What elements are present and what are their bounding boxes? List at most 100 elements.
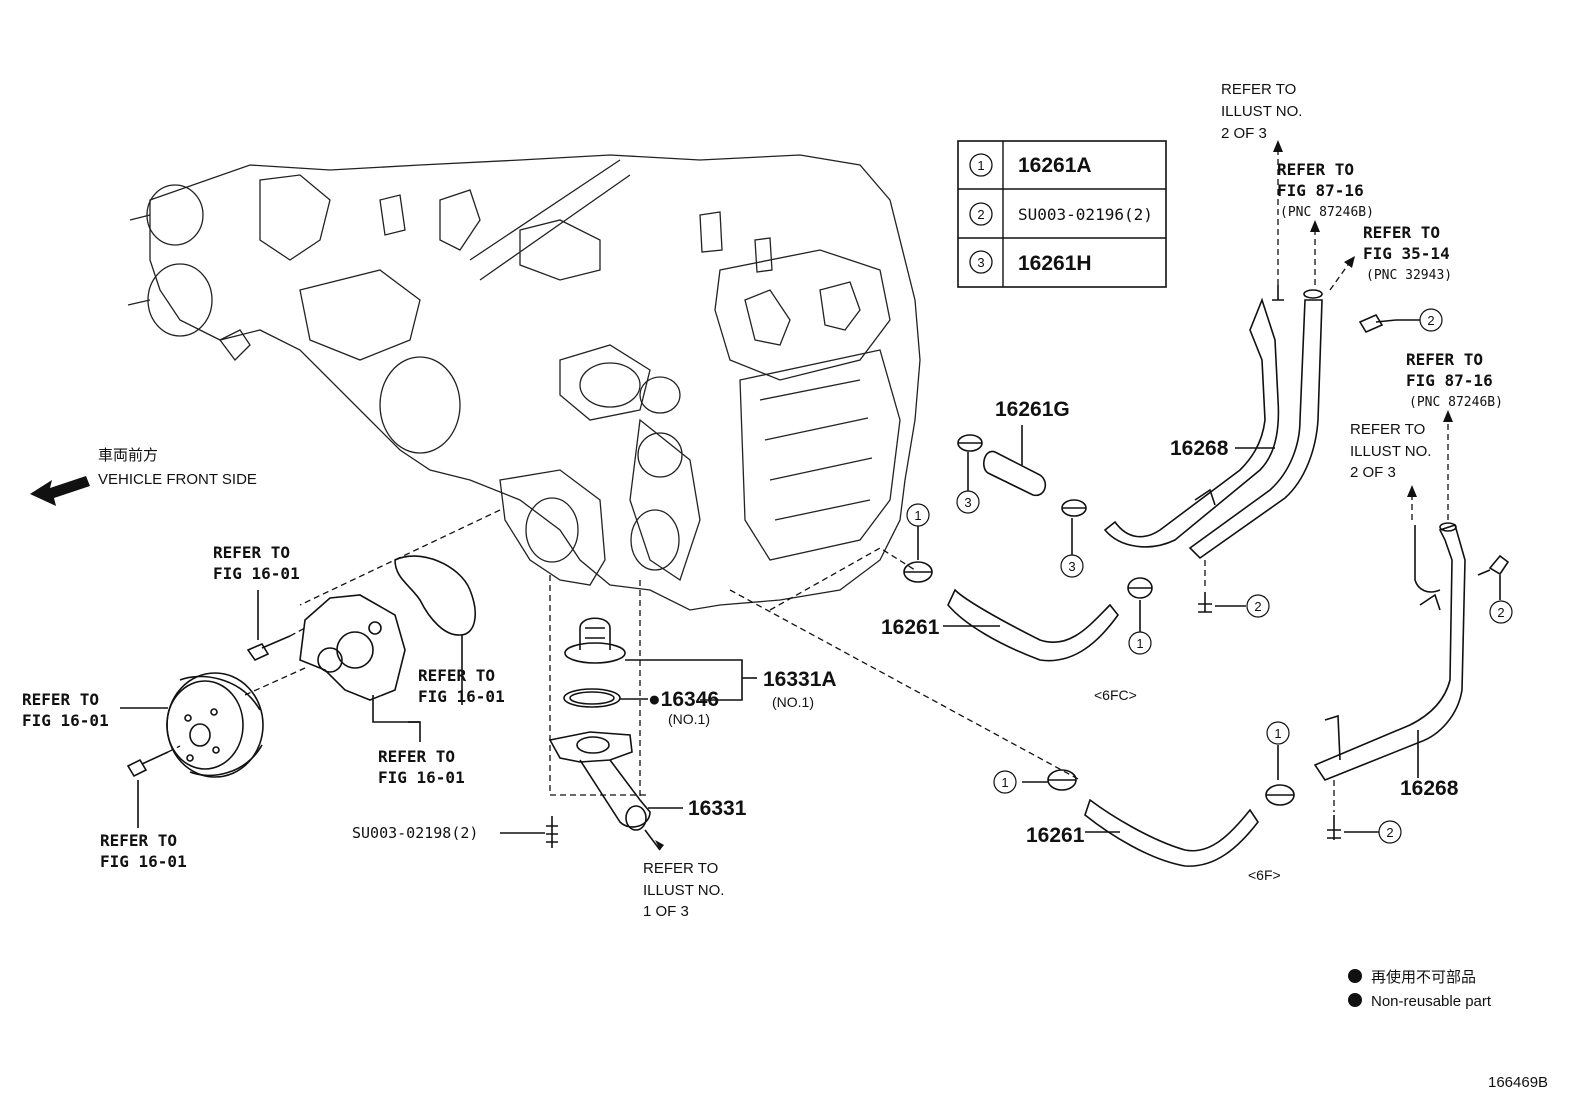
callout-2: 2 (1378, 820, 1402, 844)
callout-1: 1 (906, 503, 930, 527)
svg-text:REFER TO: REFER TO (1363, 223, 1440, 242)
callout-3: 3 (956, 490, 980, 514)
svg-text:(PNC 32943): (PNC 32943) (1366, 268, 1452, 283)
note-fig-16-01-a: REFER TO FIG 16-01 (213, 543, 300, 583)
svg-text:FIG 87-16: FIG 87-16 (1406, 371, 1493, 390)
callout-2: 2 (1419, 308, 1443, 332)
hose-16261-upper (947, 588, 1120, 662)
svg-text:1 OF 3: 1 OF 3 (643, 903, 689, 920)
note-fig-87-16-a: REFER TO FIG 87-16 (PNC 87246B) (1277, 160, 1374, 220)
svg-text:REFER TO: REFER TO (1277, 160, 1354, 179)
label-16346: ●16346 (648, 688, 719, 711)
water-pump-group (120, 509, 650, 828)
note-fig-35-14: REFER TO FIG 35-14 (PNC 32943) (1363, 223, 1452, 283)
svg-text:ILLUST NO.: ILLUST NO. (1350, 443, 1431, 460)
note-illust-2-mid: REFER TO ILLUST NO. 2 OF 3 (1350, 421, 1431, 481)
svg-text:1: 1 (1001, 775, 1008, 790)
clamp-icon (1047, 769, 1077, 791)
svg-text:REFER TO: REFER TO (643, 860, 718, 877)
label-16261g: 16261G (995, 398, 1070, 421)
thermostat-gasket (563, 688, 621, 708)
coolant-pipes (729, 140, 1510, 867)
svg-text:REFER TO: REFER TO (100, 831, 177, 850)
label-16268-upper: 16268 (1170, 437, 1229, 460)
note-fig-87-16-b: REFER TO FIG 87-16 (PNC 87246B) (1406, 350, 1503, 410)
pump-gasket (394, 555, 476, 636)
svg-text:REFER TO: REFER TO (213, 543, 290, 562)
legend-row-2: 2 SU003-02196(2) (969, 202, 1153, 226)
pipe-16268-upper (1103, 297, 1280, 548)
label-su003-02198: SU003-02198(2) (352, 824, 478, 842)
footer-legend-en: Non-reusable part (1371, 993, 1492, 1010)
note-fig-16-01-b: REFER TO FIG 16-01 (418, 666, 505, 706)
non-reusable-bullet-icon (1348, 969, 1362, 983)
legend-part: 16261A (1018, 154, 1092, 177)
svg-text:1: 1 (914, 508, 921, 523)
svg-text:REFER TO: REFER TO (378, 747, 455, 766)
clamp-icon (1061, 499, 1087, 517)
legend-row-1: 1 16261A (969, 153, 1092, 177)
svg-text:2: 2 (1386, 825, 1393, 840)
svg-text:(PNC 87246B): (PNC 87246B) (1409, 395, 1503, 410)
non-reusable-bullet-icon (1348, 993, 1362, 1007)
callout-1: 1 (993, 770, 1017, 794)
note-fig-16-01-e: REFER TO FIG 16-01 (100, 831, 187, 871)
callout-3: 3 (1060, 554, 1084, 578)
legend-row-3: 3 16261H (969, 250, 1092, 275)
svg-text:FIG 16-01: FIG 16-01 (213, 564, 300, 583)
note-fig-16-01-c: REFER TO FIG 16-01 (22, 690, 109, 730)
svg-text:2 OF 3: 2 OF 3 (1350, 464, 1396, 481)
pulley (166, 672, 264, 778)
svg-text:FIG 16-01: FIG 16-01 (22, 711, 109, 730)
note-illust-2-top: REFER TO ILLUST NO. 2 OF 3 (1221, 81, 1302, 142)
svg-text:REFER TO: REFER TO (418, 666, 495, 685)
callout-1: 1 (1266, 721, 1290, 745)
thermostat-group (500, 617, 757, 851)
variant-6fc: <6FC> (1094, 687, 1137, 703)
svg-text:FIG 87-16: FIG 87-16 (1277, 181, 1364, 200)
svg-text:FIG 16-01: FIG 16-01 (378, 768, 465, 787)
legend-num: 1 (977, 158, 984, 173)
bolt-icon (1327, 815, 1341, 840)
svg-text:2: 2 (1427, 313, 1434, 328)
legend-part: 16261H (1018, 252, 1092, 275)
note-fig-16-01-d: REFER TO FIG 16-01 (378, 747, 465, 787)
bolt-icon (1477, 554, 1510, 576)
legend-table: 1 16261A 2 SU003-02196(2) 3 16261H (957, 140, 1167, 288)
clamp-icon (1265, 784, 1295, 806)
bolt-icon (546, 816, 558, 848)
clamp-icon (1127, 577, 1153, 599)
svg-text:FIG 16-01: FIG 16-01 (100, 852, 187, 871)
part-labels: 16261G 16268 16268 16261 16261 16331A (N… (352, 398, 1459, 883)
svg-text:1: 1 (1274, 726, 1281, 741)
label-16331a-sub: (NO.1) (772, 694, 814, 710)
svg-text:FIG 35-14: FIG 35-14 (1363, 244, 1450, 263)
bolt-icon (126, 751, 169, 778)
variant-6f: <6F> (1248, 867, 1281, 883)
svg-text:REFER TO: REFER TO (1350, 421, 1425, 438)
refer-notes: REFER TO ILLUST NO. 2 OF 3 REFER TO FIG … (22, 81, 1503, 920)
water-inlet (548, 731, 651, 831)
water-pump-body (299, 594, 406, 701)
diagram-id: 166469B (1488, 1074, 1548, 1091)
svg-text:1: 1 (1136, 636, 1143, 651)
clamp-icon (903, 561, 933, 583)
direction-en: VEHICLE FRONT SIDE (98, 471, 257, 488)
svg-text:(PNC 87246B): (PNC 87246B) (1280, 205, 1374, 220)
callout-1: 1 (1128, 631, 1152, 655)
engine-block-illustration (127, 154, 921, 611)
callout-2: 2 (1489, 600, 1513, 624)
label-16261-lower: 16261 (1026, 824, 1085, 847)
label-16346-sub: (NO.1) (668, 711, 710, 727)
svg-text:FIG 16-01: FIG 16-01 (418, 687, 505, 706)
callout-2: 2 (1246, 594, 1270, 618)
legend-part: SU003-02196(2) (1018, 205, 1153, 224)
legend-num: 3 (977, 255, 984, 270)
svg-text:3: 3 (964, 495, 971, 510)
pipe-16268-lower (1313, 523, 1466, 781)
svg-text:3: 3 (1068, 559, 1075, 574)
bolt-icon (246, 635, 291, 662)
svg-text:ILLUST NO.: ILLUST NO. (643, 882, 724, 899)
